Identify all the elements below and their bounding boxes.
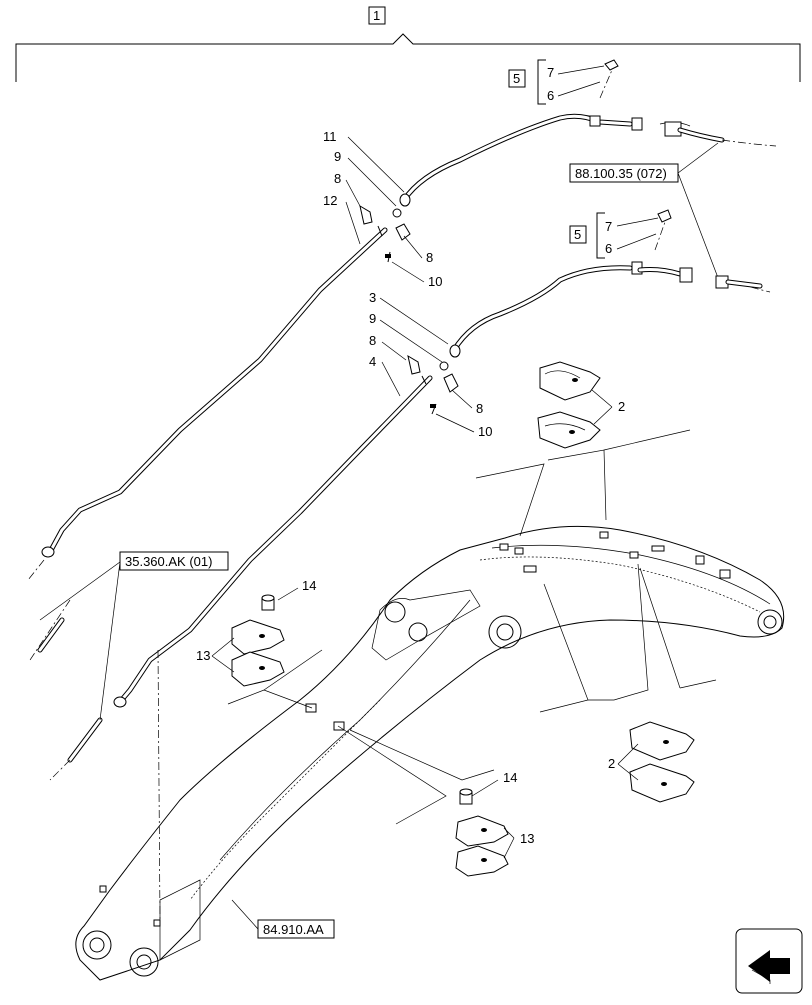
callout-4: 4 xyxy=(369,354,376,369)
hose-3 xyxy=(449,209,771,358)
navigation-arrow-icon[interactable] xyxy=(735,928,803,994)
callout-2-bottom: 2 xyxy=(608,756,615,771)
callout-13-left: 13 xyxy=(196,648,210,663)
boom-body xyxy=(75,525,785,981)
callout-7-mid: 7 xyxy=(605,219,612,234)
callout-1: 1 xyxy=(373,8,380,23)
clamp-set-13-left: 14 13 xyxy=(196,578,323,709)
clamp-set-13-right: 14 13 xyxy=(337,725,534,877)
callout-8-a: 8 xyxy=(334,171,341,186)
labels-lower-group: 3 9 8 4 8 10 xyxy=(369,290,492,439)
boom-leaders xyxy=(475,429,717,713)
callout-7-top: 7 xyxy=(547,65,554,80)
callout-10-a: 10 xyxy=(428,274,442,289)
clamp-set-2-bottom: 2 xyxy=(608,721,695,803)
bracket-5-mid: 5 7 6 xyxy=(569,212,659,259)
callout-2-top: 2 xyxy=(618,399,625,414)
callout-13-right: 13 xyxy=(520,831,534,846)
reference-35-label: 35.360.AK (01) xyxy=(125,554,212,569)
callout-6-top: 6 xyxy=(547,88,554,103)
reference-35[interactable]: 35.360.AK (01) xyxy=(39,551,229,721)
callout-8-c: 8 xyxy=(369,333,376,348)
callout-11: 11 xyxy=(323,129,337,144)
callout-9-b: 9 xyxy=(369,311,376,326)
reference-84-label: 84.910.AA xyxy=(263,922,324,937)
bracket-5-top: 5 7 6 xyxy=(508,59,605,105)
callout-3: 3 xyxy=(369,290,376,305)
reference-88-label: 88.100.35 (072) xyxy=(575,166,667,181)
reference-88[interactable]: 88.100.35 (072) xyxy=(569,142,721,284)
callout-12: 12 xyxy=(323,193,337,208)
tube-4 xyxy=(49,375,433,921)
clamp-parts-upper xyxy=(359,204,411,263)
callout-8-d: 8 xyxy=(476,401,483,416)
reference-84[interactable]: 84.910.AA xyxy=(231,899,335,939)
clamp-parts-lower xyxy=(407,354,459,415)
callout-6-mid: 6 xyxy=(605,241,612,256)
callout-5-top: 5 xyxy=(513,71,520,86)
hose-11 xyxy=(399,59,777,207)
callout-8-b: 8 xyxy=(426,250,433,265)
callout-10-b: 10 xyxy=(478,424,492,439)
assembly-bracket: 1 xyxy=(15,6,801,82)
callout-5-mid: 5 xyxy=(574,227,581,242)
labels-upper-group: 11 9 8 12 8 10 xyxy=(323,129,442,289)
clamp-set-2-top: 2 xyxy=(537,361,625,449)
assembly-callout-box xyxy=(368,6,386,25)
callout-14-right: 14 xyxy=(503,770,517,785)
callout-14-left: 14 xyxy=(302,578,316,593)
tube-12 xyxy=(27,227,388,661)
callout-9-a: 9 xyxy=(334,149,341,164)
